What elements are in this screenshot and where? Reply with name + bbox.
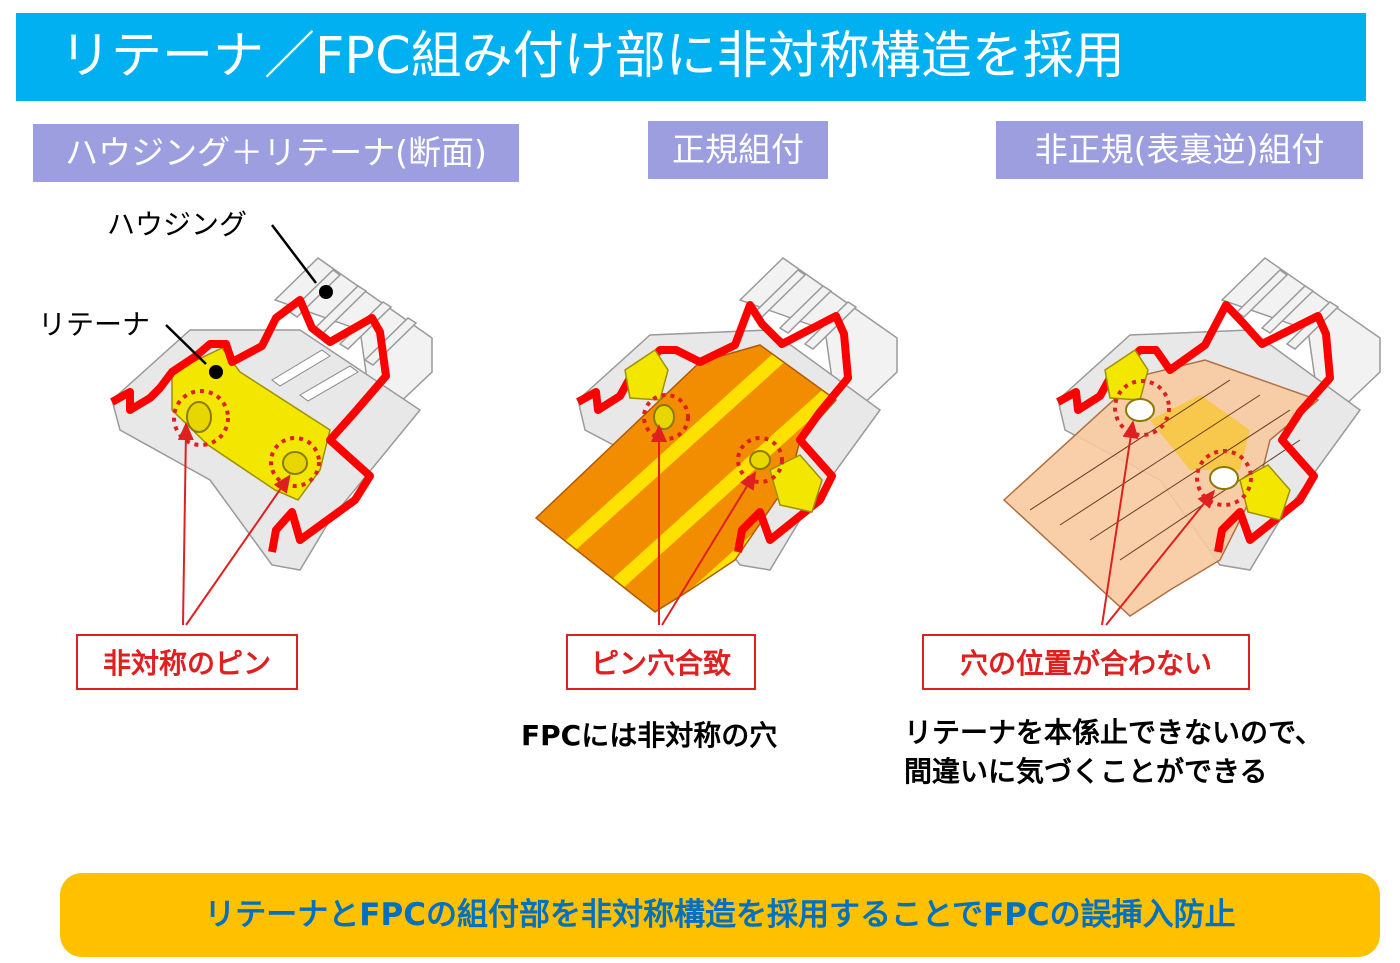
housing-label: ハウジング [107,208,248,241]
retainer-label: リテーナ [38,308,151,341]
note-fpc-asymmetric-holes: FPCには非対称の穴 [521,719,778,752]
housing-section-model [110,257,433,571]
correct-assembly-model [534,257,898,613]
callout-pin-hole-match: ピン穴合致 [566,634,756,690]
panel-header-housing: ハウジング＋リテーナ(断面) [33,124,519,182]
title-bar: リテーナ／FPC組み付け部に非対称構造を採用 [16,13,1366,101]
callout-hole-mismatch: 穴の位置が合わない [922,634,1250,690]
reversed-assembly-model [1002,257,1381,617]
conclusion-text: リテーナとFPCの組付部を非対称構造を採用することでFPCの誤挿入防止 [204,897,1236,933]
page-title: リテーナ／FPC組み付け部に非対称構造を採用 [60,27,1125,86]
note-reversed-line1: リテーナを本係止できないので、 [904,716,1323,749]
note-reversed-line2: 間違いに気づくことができる [904,755,1268,788]
panel-header-reversed: 非正規(表裏逆)組付 [996,121,1363,179]
conclusion-banner: リテーナとFPCの組付部を非対称構造を採用することでFPCの誤挿入防止 [60,873,1380,957]
panel-header-correct: 正規組付 [648,121,828,179]
callout-asymmetric-pins: 非対称のピン [76,634,298,690]
